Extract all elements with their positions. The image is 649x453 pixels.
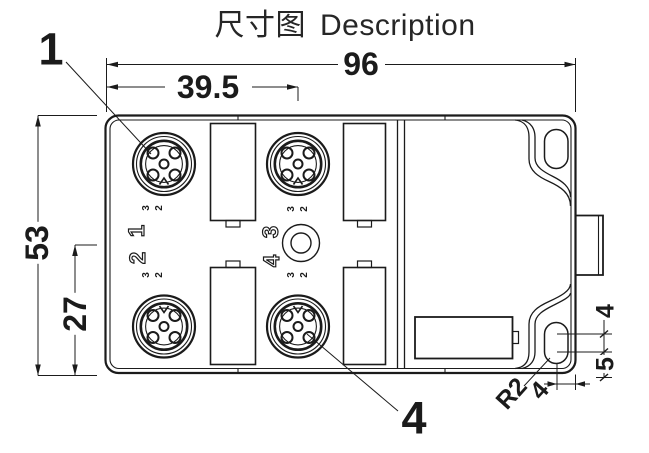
pin-mark: 3 [286, 206, 297, 212]
dim-connector-span: 39.5 [173, 71, 243, 103]
callout-4-leader [306, 333, 399, 412]
dim-slot-center-spacing: 4 [591, 302, 620, 320]
label-plate [414, 316, 514, 360]
title-chinese: 尺寸图 [214, 9, 306, 42]
label-slots [209, 122, 387, 366]
callout-1-leader [65, 61, 152, 155]
center-mounting-hole [281, 223, 321, 263]
port-label-1: 1 [123, 224, 149, 238]
page-title: 尺寸图 Description [214, 11, 475, 41]
dim-slot-bottom-offset: 5 [591, 355, 620, 373]
pin-mark: 3 [141, 272, 152, 278]
pin-mark: 3 [141, 205, 152, 211]
dimension-lines [35, 58, 612, 412]
callout-port-4: 4 [401, 392, 427, 444]
pin-mark: 3 [286, 272, 297, 278]
port-label-3: 3 [257, 225, 283, 239]
port-label-2: 2 [124, 251, 150, 265]
mounting-slot-top [543, 128, 569, 170]
pin-mark: 2 [299, 272, 310, 278]
radius-leader [523, 357, 551, 387]
dimension-arrows [35, 61, 585, 387]
side-connector-tab [575, 214, 604, 276]
connector-port-3 [265, 131, 331, 197]
device-body-outline [104, 114, 577, 375]
dim-center-height: 27 [57, 293, 93, 335]
connector-port-2 [131, 294, 197, 359]
callout-port-1: 1 [38, 23, 64, 75]
dim-total-width: 96 [340, 48, 382, 80]
pin-mark: 2 [299, 206, 310, 212]
pin-mark: 2 [154, 272, 165, 278]
connector-port-4 [265, 294, 331, 359]
mounting-slot-bottom [543, 321, 569, 365]
dim-total-height: 53 [19, 222, 55, 264]
port-label-4: 4 [258, 254, 284, 268]
title-english: Description [319, 9, 476, 42]
connector-port-1 [131, 131, 197, 197]
pin-mark: 2 [154, 205, 165, 211]
mounting-flange [414, 119, 604, 370]
